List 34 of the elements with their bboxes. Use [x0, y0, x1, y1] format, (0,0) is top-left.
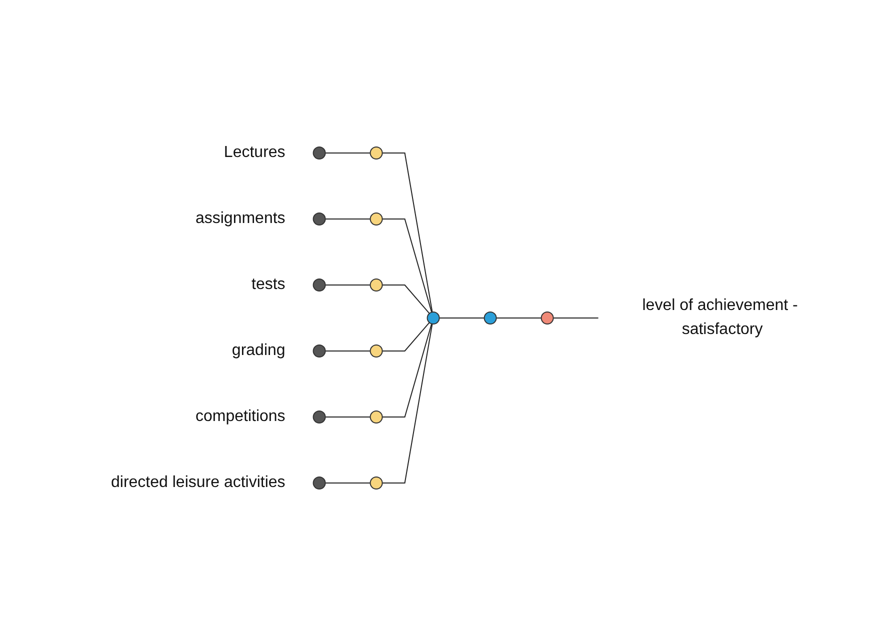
node-circle	[540, 312, 554, 324]
node-label: Lectures	[224, 144, 286, 161]
node-label: competitions	[195, 408, 286, 425]
node-text: level of achievement - satisfactory	[642, 297, 798, 338]
node-circle	[312, 344, 326, 358]
connector	[382, 218, 432, 313]
node-label: directed leisure activities	[110, 474, 286, 491]
node-circle	[312, 278, 326, 292]
node-label: grading	[232, 342, 286, 359]
node-circle	[370, 476, 383, 490]
node-circle	[370, 278, 383, 292]
connector	[324, 284, 371, 286]
node-circle	[370, 344, 383, 358]
connector	[324, 218, 371, 220]
connector	[382, 323, 433, 484]
connector	[324, 416, 371, 418]
node-label: tests	[251, 276, 286, 293]
node-circle	[312, 410, 326, 424]
connector	[382, 322, 430, 352]
node-circle	[370, 146, 383, 160]
connector	[324, 482, 371, 484]
connector	[382, 152, 433, 313]
node-circle	[484, 312, 497, 324]
node-circle	[312, 476, 326, 490]
connector	[382, 284, 430, 314]
node-label: assignments	[195, 210, 286, 227]
connector	[382, 323, 432, 418]
node-circle	[370, 212, 383, 226]
node-circle	[312, 212, 326, 226]
node-circle	[370, 410, 383, 424]
node-circle	[312, 146, 326, 160]
node-circle	[426, 312, 440, 324]
connector	[324, 152, 371, 154]
connector	[324, 350, 371, 352]
